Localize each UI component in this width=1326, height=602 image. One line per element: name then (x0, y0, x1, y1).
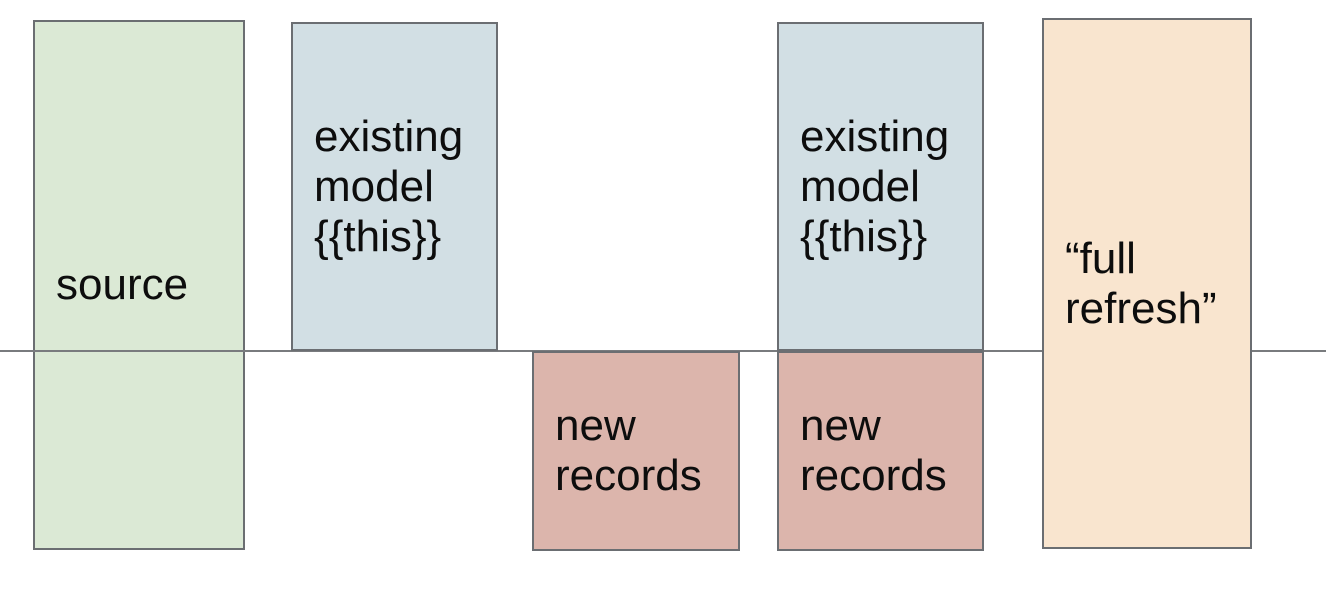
existing-model-label-2: existing model {{this}} (800, 111, 950, 261)
existing-model-box-2: existing model {{this}} (777, 22, 984, 351)
full-refresh-box: “full refresh” (1042, 18, 1252, 549)
source-box: source (33, 20, 245, 550)
full-refresh-label: “full refresh” (1065, 233, 1217, 333)
new-records-box-2: new records (777, 351, 984, 551)
new-records-label-2: new records (800, 401, 947, 500)
new-records-box-1: new records (532, 351, 740, 551)
source-label: source (56, 260, 189, 309)
existing-model-label-1: existing model {{this}} (314, 111, 464, 261)
new-records-label-1: new records (555, 401, 702, 500)
existing-model-box-1: existing model {{this}} (291, 22, 498, 351)
